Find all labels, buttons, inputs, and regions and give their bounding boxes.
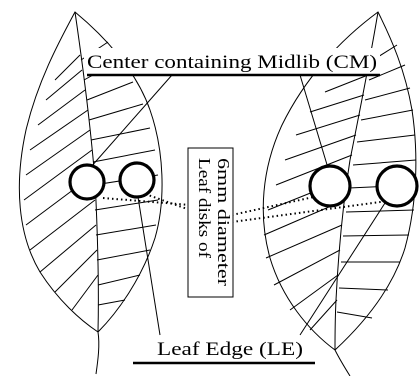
- left-edge-disk: [120, 163, 154, 197]
- disk-size-line-1: Leaf disks of: [195, 158, 214, 258]
- edge-leader-line-right: [300, 203, 385, 335]
- left-leaf-petiole: [96, 332, 99, 374]
- right-leaf-petiole: [335, 350, 350, 376]
- right-edge-disk: [377, 166, 417, 206]
- left-center-disk: [70, 165, 104, 199]
- edge-leader-line-left: [138, 197, 160, 335]
- edge-label: Leaf Edge (LE): [157, 340, 303, 360]
- disk-size-box: Leaf disks of 6mm diameter: [188, 148, 233, 297]
- center-label: Center containing Midlib (CM): [87, 53, 377, 73]
- disk-size-line-2: 6mm diameter: [214, 158, 233, 286]
- center-leader-line-right: [300, 75, 328, 168]
- right-center-disk: [310, 166, 350, 206]
